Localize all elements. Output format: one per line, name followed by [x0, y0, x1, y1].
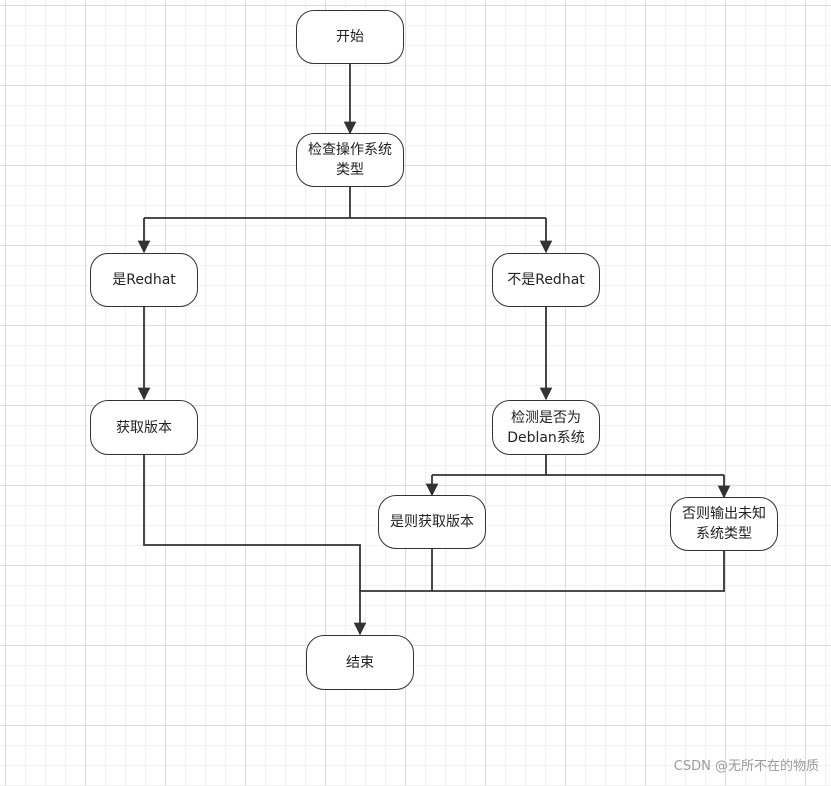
node-get-version-debian[interactable]: 是则获取版本 [378, 495, 486, 549]
node-output-unknown[interactable]: 否则输出未知 系统类型 [670, 497, 778, 551]
watermark: CSDN @无所不在的物质 [673, 759, 819, 774]
node-get-version-left[interactable]: 获取版本 [90, 400, 198, 455]
edge-left-version-to-end [143, 455, 361, 592]
node-is-redhat[interactable]: 是Redhat [90, 253, 198, 307]
node-check-debian[interactable]: 检测是否为 Deblan系统 [492, 400, 600, 455]
edge-unknown-merge [360, 551, 725, 592]
node-not-redhat[interactable]: 不是Redhat [492, 253, 600, 307]
node-start[interactable]: 开始 [296, 10, 404, 64]
node-end[interactable]: 结束 [306, 635, 414, 690]
node-check-os-type[interactable]: 检查操作系统 类型 [296, 133, 404, 187]
